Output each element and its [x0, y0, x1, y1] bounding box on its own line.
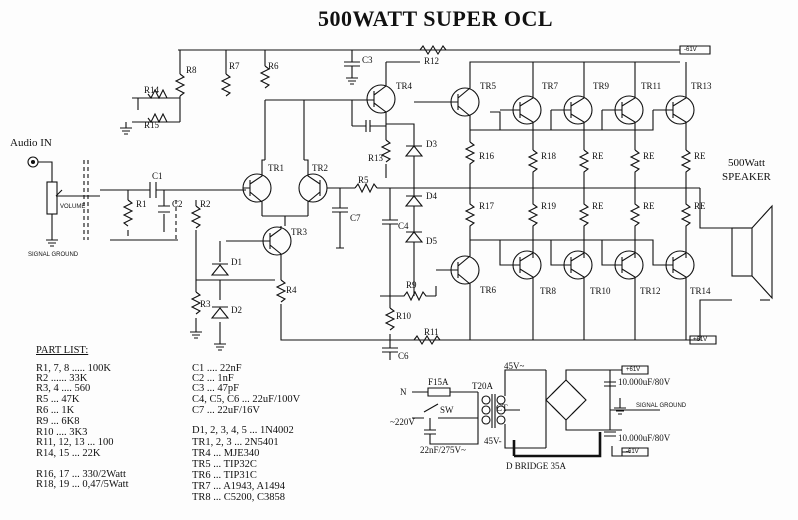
- label-tr11: TR11: [641, 81, 662, 91]
- label-re-6: RE: [694, 201, 706, 211]
- label-r11: R11: [424, 327, 439, 337]
- psu-pos: +61V: [626, 367, 641, 373]
- psu-neg: -61V: [626, 449, 639, 455]
- label-c4: C4: [398, 221, 409, 231]
- label-d2: D2: [231, 305, 242, 315]
- label-tr3: TR3: [291, 227, 308, 237]
- psu-bridge: D BRIDGE 35A: [506, 461, 566, 471]
- speaker-power-label: 500Watt: [728, 157, 765, 169]
- label-r13: R13: [368, 153, 384, 163]
- psu-t: T20A: [472, 381, 493, 391]
- label-tr12: TR12: [640, 286, 661, 296]
- psu-cap: 22nF/275V~: [420, 445, 466, 455]
- speaker-label: SPEAKER: [722, 171, 771, 183]
- part-item: R1, 7, 8 ..... 100K: [36, 363, 111, 374]
- part-item: C2 ... 1nF: [192, 373, 234, 384]
- part-item: TR5 ... TIP32C: [192, 459, 257, 470]
- volume-label: VOLUME: [60, 204, 86, 210]
- part-item: R2 ...... 33K: [36, 373, 88, 384]
- label-tr4: TR4: [396, 81, 413, 91]
- label-tr7: TR7: [542, 81, 559, 91]
- label-c2: C2: [172, 199, 183, 209]
- psu-fuse: F15A: [428, 377, 449, 387]
- label-r5: R5: [358, 175, 369, 185]
- part-item: R5 ... 47K: [36, 394, 80, 405]
- psu-v-pos: 45V~: [504, 361, 525, 371]
- psu-c-bot: 10.000uF/80V: [618, 433, 671, 443]
- label-r10: R10: [396, 311, 412, 321]
- label-c6: C6: [398, 351, 409, 361]
- part-item: R14, 15 ... 22K: [36, 448, 101, 459]
- part-item: TR7 ... A1943, A1494: [192, 481, 286, 492]
- part-item: R6 ... 1K: [36, 405, 75, 416]
- label-r8: R8: [186, 65, 197, 75]
- label-r6: R6: [268, 61, 279, 71]
- psu-sw: SW: [440, 405, 454, 415]
- part-item: R11, 12, 13 ... 100: [36, 437, 114, 448]
- label-r3: R3: [200, 299, 211, 309]
- label-re-5: RE: [643, 201, 655, 211]
- label-re-1: RE: [592, 151, 604, 161]
- rail-neg-top: -61V: [684, 47, 697, 53]
- label-d5: D5: [426, 236, 437, 246]
- label-tr8: TR8: [540, 286, 557, 296]
- label-r12: R12: [424, 56, 440, 66]
- label-tr5: TR5: [480, 81, 497, 91]
- label-tr13: TR13: [691, 81, 712, 91]
- label-r19: R19: [541, 201, 557, 211]
- part-item: C4, C5, C6 ... 22uF/100V: [192, 394, 301, 405]
- part-item: R16, 17 ... 330/2Watt: [36, 469, 126, 480]
- audio-in-label: Audio IN: [10, 137, 52, 149]
- psu-mains: ~220V: [390, 417, 415, 427]
- part-item: TR4 ... MJE340: [192, 448, 260, 459]
- label-c3: C3: [362, 55, 373, 65]
- label-re-3: RE: [694, 151, 706, 161]
- label-r9: R9: [406, 280, 417, 290]
- part-item: R3, 4 .... 560: [36, 383, 91, 394]
- psu-v-neg: 45V-: [484, 436, 502, 446]
- psu-gnd: SIGNAL GROUND: [636, 403, 687, 409]
- psu-n: N: [400, 387, 407, 397]
- label-r14: R14: [144, 85, 160, 95]
- part-item: C1 .... 22nF: [192, 363, 242, 374]
- label-re-4: RE: [592, 201, 604, 211]
- label-r4: R4: [286, 285, 297, 295]
- label-r16: R16: [479, 151, 495, 161]
- label-tr1: TR1: [268, 163, 285, 173]
- label-r18: R18: [541, 151, 557, 161]
- signal-ground-label: SIGNAL GROUND: [28, 252, 79, 258]
- part-item: TR8 ... C5200, C3858: [192, 492, 286, 503]
- label-tr9: TR9: [593, 81, 610, 91]
- part-item: TR6 ... TIP31C: [192, 470, 257, 481]
- label-r17: R17: [479, 201, 495, 211]
- part-item: R9 ... 6K8: [36, 416, 80, 427]
- label-tr2: TR2: [312, 163, 329, 173]
- part-item: C3 ... 47pF: [192, 383, 239, 394]
- label-d3: D3: [426, 139, 437, 149]
- rail-pos-bottom: +61V: [693, 337, 708, 343]
- label-r1: R1: [136, 199, 147, 209]
- label-d1: D1: [231, 257, 242, 267]
- psu-c-top: 10.000uF/80V: [618, 377, 671, 387]
- label-r2: R2: [200, 199, 211, 209]
- label-c1: C1: [152, 171, 163, 181]
- label-r15: R15: [144, 120, 160, 130]
- label-tr10: TR10: [590, 286, 611, 296]
- part-item: D1, 2, 3, 4, 5 ... 1N4002: [192, 425, 294, 436]
- part-item: R18, 19 ... 0,47/5Watt: [36, 479, 129, 490]
- part-item: TR1, 2, 3 ... 2N5401: [192, 437, 279, 448]
- psu-ct: CT: [496, 403, 508, 413]
- page-title: 500WATT SUPER OCL: [318, 6, 554, 31]
- label-tr6: TR6: [480, 285, 497, 295]
- part-item: C7 ... 22uF/16V: [192, 405, 260, 416]
- label-c7: C7: [350, 213, 361, 223]
- label-d4: D4: [426, 191, 437, 201]
- part-item: R10 .... 3K3: [36, 427, 88, 438]
- label-re-2: RE: [643, 151, 655, 161]
- label-r7: R7: [229, 61, 240, 71]
- label-tr14: TR14: [690, 286, 711, 296]
- parts-heading: PART LIST:: [36, 345, 89, 356]
